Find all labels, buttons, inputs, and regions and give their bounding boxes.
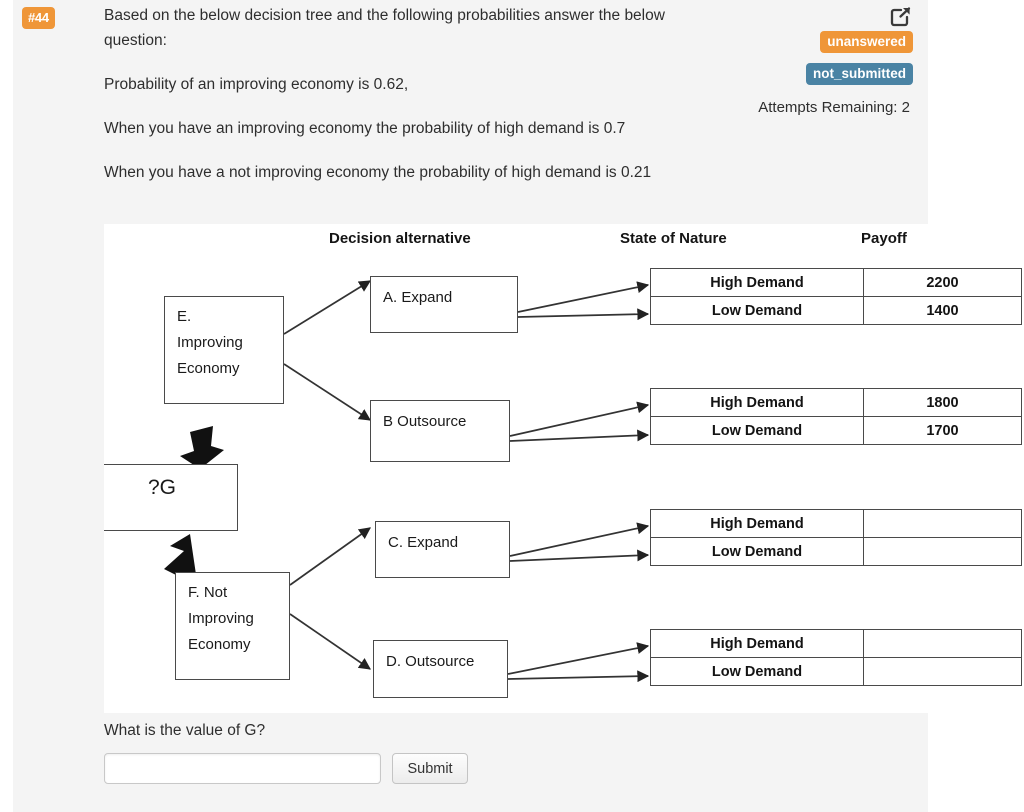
alternative-a-expand: A. Expand (370, 276, 518, 333)
payoff-table-c: High Demand Low Demand (650, 509, 1022, 566)
table-row: High Demand 1800 (650, 388, 1022, 417)
payoff-d-state-low: Low Demand (650, 657, 864, 686)
payoff-b-value-high: 1800 (863, 388, 1022, 417)
table-row: High Demand (650, 629, 1022, 658)
question-prompt: Based on the below decision tree and the… (104, 0, 704, 204)
payoff-d-state-high: High Demand (650, 629, 864, 658)
node-F-line-3: Economy (188, 636, 251, 653)
payoff-table-d: High Demand Low Demand (650, 629, 1022, 686)
payoff-a-state-high: High Demand (650, 268, 864, 297)
node-E-line-1: E. (177, 308, 192, 325)
alternative-d-label: D. Outsource (386, 653, 475, 670)
node-not-improving-economy: F. Not Improving Economy (175, 572, 290, 680)
payoff-b-state-high: High Demand (650, 388, 864, 417)
payoff-d-value-high (863, 629, 1022, 658)
node-g-label: ?G (148, 476, 177, 499)
node-F-line-1: F. Not (188, 584, 228, 601)
payoff-a-value-low: 1400 (863, 296, 1022, 325)
payoff-c-state-low: Low Demand (650, 537, 864, 566)
node-unknown-g: ?G (104, 464, 238, 531)
payoff-b-value-low: 1700 (863, 416, 1022, 445)
table-row: Low Demand (650, 537, 1022, 566)
prompt-line-2: Probability of an improving economy is 0… (104, 76, 409, 93)
status-badge-answered: unanswered (820, 31, 913, 53)
node-improving-economy: E. Improving Economy (164, 296, 284, 404)
payoff-c-state-high: High Demand (650, 509, 864, 538)
alternative-c-label: C. Expand (388, 534, 459, 551)
table-row: Low Demand (650, 657, 1022, 686)
answer-area: What is the value of G? Submit (104, 722, 584, 784)
table-row: High Demand (650, 509, 1022, 538)
table-row: Low Demand 1400 (650, 296, 1022, 325)
payoff-c-value-low (863, 537, 1022, 566)
alternative-a-label: A. Expand (383, 289, 453, 306)
prompt-line-3: When you have an improving economy the p… (104, 120, 626, 137)
node-E-line-2: Improving (177, 334, 243, 351)
alternative-b-outsource: B Outsource (370, 400, 510, 462)
payoff-a-value-high: 2200 (863, 268, 1022, 297)
submit-button[interactable]: Submit (392, 753, 468, 784)
header-state-of-nature: State of Nature (620, 230, 727, 247)
share-external-icon[interactable] (889, 6, 911, 28)
node-F-line-2: Improving (188, 610, 254, 627)
question-number-badge: #44 (22, 7, 55, 29)
table-row: Low Demand 1700 (650, 416, 1022, 445)
status-badge-submitted: not_submitted (806, 63, 913, 85)
payoff-d-value-low (863, 657, 1022, 686)
payoff-table-b: High Demand 1800 Low Demand 1700 (650, 388, 1022, 445)
header-decision-alternative: Decision alternative (329, 230, 471, 247)
header-payoff: Payoff (861, 230, 907, 247)
prompt-line-1: Based on the below decision tree and the… (104, 7, 665, 49)
node-E-line-3: Economy (177, 360, 240, 377)
payoff-c-value-high (863, 509, 1022, 538)
alternative-d-outsource: D. Outsource (373, 640, 508, 698)
payoff-b-state-low: Low Demand (650, 416, 864, 445)
alternative-c-expand: C. Expand (375, 521, 510, 578)
table-row: High Demand 2200 (650, 268, 1022, 297)
attempts-remaining-label: Attempts Remaining: 2 (758, 99, 910, 116)
payoff-a-state-low: Low Demand (650, 296, 864, 325)
decision-tree-diagram: Decision alternative State of Nature Pay… (104, 224, 1024, 713)
alternative-b-label: B Outsource (383, 413, 467, 430)
payoff-table-a: High Demand 2200 Low Demand 1400 (650, 268, 1022, 325)
answer-input[interactable] (104, 753, 381, 784)
answer-question-label: What is the value of G? (104, 722, 266, 739)
status-column: unanswered not_submitted Attempts Remain… (663, 31, 913, 116)
prompt-line-4: When you have a not improving economy th… (104, 164, 652, 181)
thick-arrow-down (180, 426, 224, 469)
